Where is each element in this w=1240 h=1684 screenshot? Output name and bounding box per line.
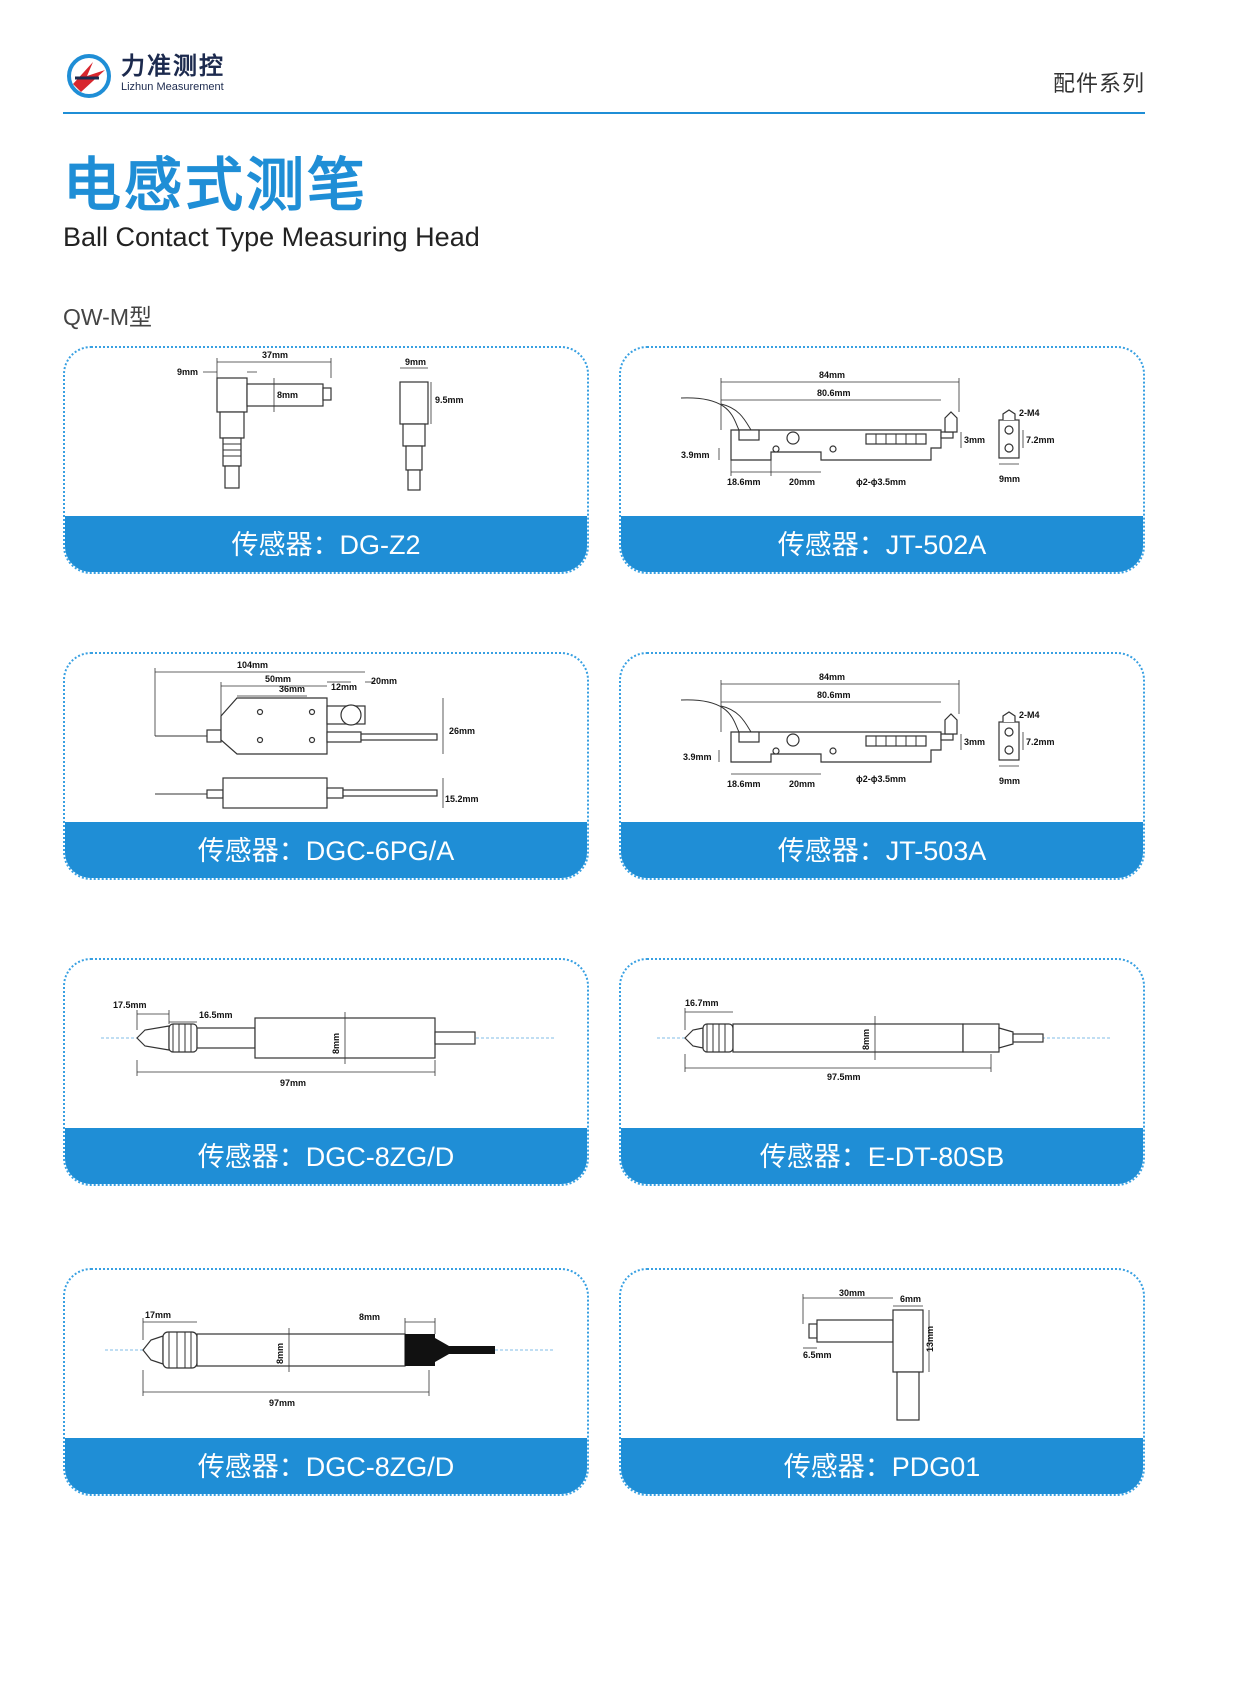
product-card-jt-502a: 84mm 80.6mm 2-M4 3mm 7.2mm 3.9mm 18.6mm …: [619, 346, 1145, 574]
dim-label: 104mm: [237, 660, 268, 670]
dim-label: 15.2mm: [445, 794, 479, 804]
sensor-label: 传感器：JT-502A: [621, 516, 1143, 572]
dim-label: 6mm: [900, 1294, 921, 1304]
series-label: 配件系列: [1052, 72, 1145, 97]
dim-label: 36mm: [279, 684, 305, 694]
dim-label: 2-M4: [1019, 408, 1040, 418]
dim-label: 3.9mm: [683, 752, 712, 762]
e-dt-80sb-drawing: 16.7mm 8mm 97.5mm: [657, 998, 1111, 1082]
jt-503a-drawing: 84mm 80.6mm 2-M4 3mm 7.2mm 3.9mm 18.6mm …: [680, 672, 1055, 789]
brand-name-en: Lizhun Measurement: [121, 81, 224, 93]
dim-label: 80.6mm: [817, 388, 851, 398]
dim-label: 3mm: [964, 435, 985, 445]
dim-label: 84mm: [819, 370, 845, 380]
page-title-cn: 电感式测笔: [63, 151, 369, 219]
dim-label: 3.9mm: [681, 450, 710, 460]
dim-label: 17mm: [145, 1310, 171, 1320]
dim-label: 26mm: [449, 726, 475, 736]
product-card-e-dt-80sb: 16.7mm 8mm 97.5mm 传感器：E-DT-80SB: [619, 958, 1145, 1186]
dim-label: 18.6mm: [727, 779, 761, 789]
dim-label: ϕ2-ϕ3.5mm: [856, 477, 906, 487]
dim-label: 7.2mm: [1026, 435, 1055, 445]
dg-z2-drawing: 37mm 9mm 8mm 9mm 9.5mm: [177, 350, 464, 491]
page-title-en: Ball Contact Type Measuring Head: [63, 222, 480, 252]
product-card-dgc-6pg-a: 104mm 50mm 36mm 12mm 20mm 26mm 15.2mm 传感…: [63, 652, 589, 880]
dim-label: 9mm: [999, 474, 1020, 484]
dim-label: 8mm: [275, 1343, 285, 1364]
dim-label: 17.5mm: [113, 1000, 147, 1010]
sensor-label: 传感器：PDG01: [621, 1438, 1143, 1494]
product-card-jt-503a: 84mm 80.6mm 2-M4 3mm 7.2mm 3.9mm 18.6mm …: [619, 652, 1145, 880]
dim-label: 8mm: [861, 1029, 871, 1050]
dim-label: 12mm: [331, 682, 357, 692]
dim-label: 20mm: [371, 676, 397, 686]
model-label: QW-M型: [63, 304, 153, 330]
dim-label: 37mm: [262, 350, 288, 360]
brand-name-cn: 力准测控: [121, 52, 225, 80]
sensor-label: 传感器：DGC-8ZG/D: [65, 1128, 587, 1184]
dim-label: 8mm: [331, 1033, 341, 1054]
dim-label: 16.5mm: [199, 1010, 233, 1020]
brand-logo-icon: [67, 54, 111, 98]
dim-label: 16.7mm: [685, 998, 719, 1008]
dim-label: 9mm: [999, 776, 1020, 786]
dim-label: ϕ2-ϕ3.5mm: [856, 774, 906, 784]
dim-label: 80.6mm: [817, 690, 851, 700]
dim-label: 3mm: [964, 737, 985, 747]
dim-label: 9mm: [405, 357, 426, 367]
sensor-label: 传感器：DGC-8ZG/D: [65, 1438, 587, 1494]
dim-label: 6.5mm: [803, 1350, 832, 1360]
dgc-6pg-a-drawing: 104mm 50mm 36mm 12mm 20mm 26mm 15.2mm: [154, 660, 479, 809]
dim-label: 84mm: [819, 672, 845, 682]
dim-label: 20mm: [789, 477, 815, 487]
dim-label: 8mm: [359, 1312, 380, 1322]
sensor-label: 传感器：DGC-6PG/A: [65, 822, 587, 878]
sensor-label: 传感器：JT-503A: [621, 822, 1143, 878]
dim-label: 97mm: [280, 1078, 306, 1088]
dim-label: 97.5mm: [827, 1072, 861, 1082]
dim-label: 50mm: [265, 674, 291, 684]
dim-label: 7.2mm: [1026, 737, 1055, 747]
pdg01-drawing: 30mm 6mm 6.5mm 13mm: [802, 1288, 935, 1421]
dim-label: 2-M4: [1019, 710, 1040, 720]
product-card-dgc-8zg-d-2: 17mm 8mm 8mm 97mm 传感器：DGC-8ZG/D: [63, 1268, 589, 1496]
brand-name: 力准测控 Lizhun Measurement: [121, 52, 225, 94]
dim-label: 30mm: [839, 1288, 865, 1298]
dim-label: 97mm: [269, 1398, 295, 1408]
dim-label: 9.5mm: [435, 395, 464, 405]
sensor-label: 传感器：E-DT-80SB: [621, 1128, 1143, 1184]
dgc-8zg-d-2-drawing: 17mm 8mm 8mm 97mm: [105, 1310, 555, 1408]
dgc-8zg-d-drawing: 17.5mm 16.5mm 8mm 97mm: [101, 1000, 555, 1088]
product-card-dg-z2: 37mm 9mm 8mm 9mm 9.5mm 传感器：DG-Z2: [63, 346, 589, 574]
dim-label: 9mm: [177, 367, 198, 377]
dim-label: 13mm: [925, 1326, 935, 1352]
dim-label: 18.6mm: [727, 477, 761, 487]
page-header: 力准测控 Lizhun Measurement 配件系列: [63, 48, 1145, 114]
sensor-label: 传感器：DG-Z2: [65, 516, 587, 572]
dim-label: 20mm: [789, 779, 815, 789]
product-card-pdg01: 30mm 6mm 6.5mm 13mm 传感器：PDG01: [619, 1268, 1145, 1496]
dim-label: 8mm: [277, 390, 298, 400]
product-card-dgc-8zg-d: 17.5mm 16.5mm 8mm 97mm 传感器：DGC-8ZG/D: [63, 958, 589, 1186]
jt-502a-drawing: 84mm 80.6mm 2-M4 3mm 7.2mm 3.9mm 18.6mm …: [680, 370, 1055, 487]
